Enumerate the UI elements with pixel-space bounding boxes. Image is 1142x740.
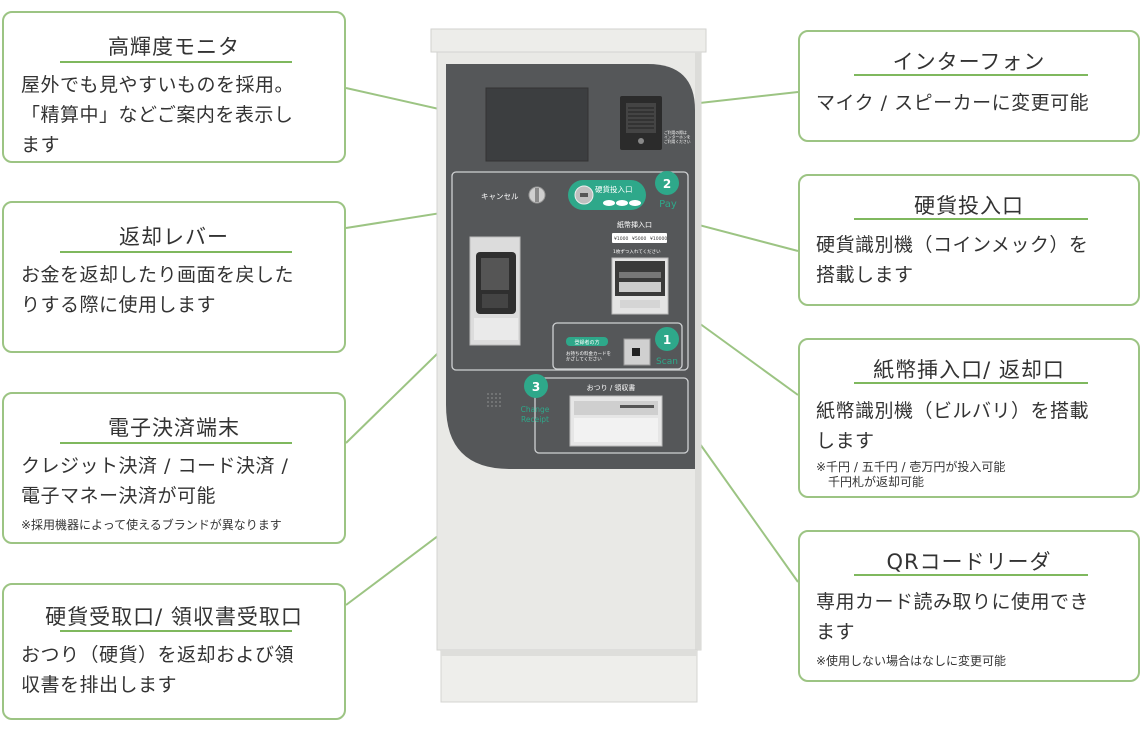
step-1-circle: [655, 327, 679, 351]
callout-body: クレジット決済 / コード決済 / 電子マネー決済が可能: [21, 455, 289, 507]
bill-hint: 1枚ずつ入れてください: [613, 248, 661, 255]
callout-title: 電子決済端末: [108, 416, 240, 440]
bill-denom-1: ¥1000: [614, 236, 628, 242]
qr-hint: お持ちの料金カードをかざしてください: [566, 350, 611, 362]
callout-title: 返却レバー: [119, 225, 229, 249]
machine-base: [440, 649, 698, 703]
callout-title: 高輝度モニタ: [108, 35, 240, 59]
step-1-text: Scan: [656, 357, 678, 367]
callout-monitor: 高輝度モニタ 屋外でも見やすいものを採用。 「精算中」などご案内を表示し ます: [2, 11, 346, 163]
step-3-text-change: Change: [521, 405, 550, 414]
step-1-number: 1: [663, 333, 671, 347]
callout-body: 紙幣識別機（ビルバリ）を搭載 します: [816, 400, 1090, 452]
cancel-label: キャンセル: [481, 192, 519, 201]
callout-intercom: インターフォン マイク / スピーカーに変更可能: [798, 30, 1140, 142]
machine-top-cap: [430, 28, 707, 53]
step-2-circle: [655, 171, 679, 195]
payment-frame: [451, 171, 689, 371]
bill-denom-2: ¥5000: [632, 236, 646, 242]
step-3-circle: [524, 374, 548, 398]
qr-badge: 登録者の方: [574, 339, 599, 346]
step-3-number: 3: [532, 380, 540, 394]
callout-body: 屋外でも見やすいものを採用。 「精算中」などご案内を表示し ます: [21, 74, 295, 156]
callout-body: おつり（硬貨）を返却および領 収書を排出します: [21, 644, 295, 696]
callout-return-lever: 返却レバー お金を返却したり画面を戻した りする際に使用します: [2, 201, 346, 353]
callout-qr-reader: QRコードリーダ 専用カード読み取りに使用でき ます ※使用しない場合はなしに変…: [798, 530, 1140, 682]
intercom-hint: ご利用の際はインターホンをご利用ください: [664, 130, 691, 144]
callout-coin-slot: 硬貨投入口 硬貨識別機（コインメック）を 搭載します: [798, 174, 1140, 306]
callout-body: お金を返却したり画面を戻した りする際に使用します: [21, 264, 295, 316]
callout-body: 専用カード読み取りに使用でき ます: [816, 591, 1090, 643]
callout-note: ※千円 / 五千円 / 壱万円が投入可能 千円札が返却可能: [816, 460, 1006, 489]
callout-note: ※採用機器によって使えるブランドが異なります: [21, 518, 282, 532]
bill-insert-label: 紙幣挿入口: [617, 220, 652, 229]
callout-terminal: 電子決済端末 クレジット決済 / コード決済 / 電子マネー決済が可能 ※採用機…: [2, 392, 346, 544]
step-2-text: Pay: [659, 199, 677, 210]
bill-denom-3: ¥10000: [650, 236, 667, 242]
callout-coin-receipt: 硬貨受取口/ 領収書受取口 おつり（硬貨）を返却および領 収書を排出します: [2, 583, 346, 720]
step-2-number: 2: [663, 177, 671, 191]
callout-body: 硬貨識別機（コインメック）を 搭載します: [816, 234, 1089, 286]
callout-title: 硬貨受取口/ 領収書受取口: [45, 605, 303, 629]
callout-title: インターフォン: [892, 50, 1046, 74]
callout-body: マイク / スピーカーに変更可能: [816, 92, 1090, 114]
change-label: おつり / 領収書: [587, 383, 636, 392]
callout-bill-slot: 紙幣挿入口/ 返却口 紙幣識別機（ビルバリ）を搭載 します ※千円 / 五千円 …: [798, 338, 1140, 498]
monitor-screen: [485, 87, 589, 162]
callout-title: 硬貨投入口: [914, 194, 1024, 218]
callout-title: QRコードリーダ: [886, 550, 1052, 574]
step-3-text-receipt: Receipt: [521, 415, 549, 424]
coin-insert-label: 硬貨投入口: [595, 184, 633, 194]
callout-title: 紙幣挿入口/ 返却口: [873, 358, 1065, 382]
callout-note: ※使用しない場合はなしに変更可能: [816, 654, 1007, 668]
